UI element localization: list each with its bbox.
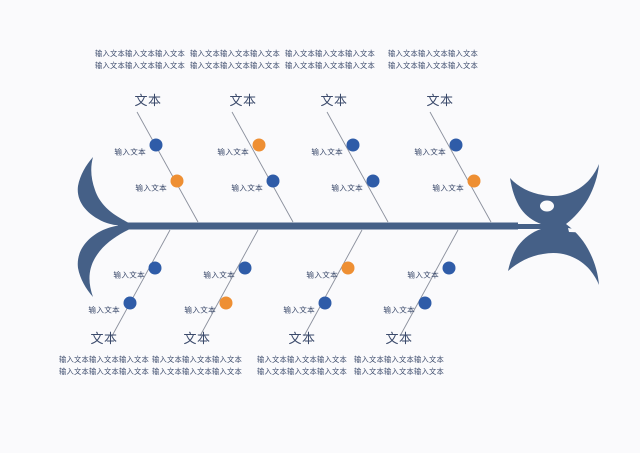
fish-eye-icon xyxy=(540,200,554,212)
branch-paragraph-top-4: 输入文本输入文本输入文本输入文本输入文本输入文本 xyxy=(388,49,478,70)
bone-line-top-1 xyxy=(136,111,199,223)
node-label-bottom-4-a: 输入文本 xyxy=(407,270,439,280)
node-dot-bottom-1-b[interactable] xyxy=(123,296,137,310)
branch-title-bottom-4: 文本 xyxy=(385,332,413,347)
bone-line-top-4 xyxy=(429,111,492,223)
bone-line-top-2 xyxy=(231,111,294,223)
node-dot-bottom-4-a[interactable] xyxy=(442,261,456,275)
node-dot-bottom-2-b[interactable] xyxy=(219,296,233,310)
branch-title-top-4: 文本 xyxy=(426,94,454,109)
node-label-top-1-b: 输入文本 xyxy=(135,183,167,193)
node-dot-bottom-3-b[interactable] xyxy=(318,296,332,310)
node-dot-top-2-a[interactable] xyxy=(252,138,266,152)
node-label-bottom-3-b: 输入文本 xyxy=(283,305,315,315)
bone-line-top-3 xyxy=(326,111,389,223)
node-dot-top-1-a[interactable] xyxy=(149,138,163,152)
branch-paragraph-bottom-4: 输入文本输入文本输入文本输入文本输入文本输入文本 xyxy=(354,355,444,376)
bone-line-bottom-2 xyxy=(199,229,259,337)
node-label-top-4-b: 输入文本 xyxy=(432,183,464,193)
branch-title-top-2: 文本 xyxy=(229,94,257,109)
node-dot-bottom-1-a[interactable] xyxy=(148,261,162,275)
node-label-bottom-2-a: 输入文本 xyxy=(203,270,235,280)
node-label-bottom-3-a: 输入文本 xyxy=(306,270,338,280)
bone-line-bottom-1 xyxy=(111,229,171,337)
node-label-bottom-1-b: 输入文本 xyxy=(88,305,120,315)
fish-spine xyxy=(118,222,518,230)
branch-title-bottom-2: 文本 xyxy=(183,332,211,347)
node-label-top-1-a: 输入文本 xyxy=(114,147,146,157)
node-label-top-3-b: 输入文本 xyxy=(331,183,363,193)
node-label-top-4-a: 输入文本 xyxy=(414,147,446,157)
branch-title-bottom-1: 文本 xyxy=(90,332,118,347)
node-dot-top-4-a[interactable] xyxy=(449,138,463,152)
bone-line-bottom-4 xyxy=(399,229,459,337)
branch-title-top-1: 文本 xyxy=(134,94,162,109)
branch-paragraph-bottom-1: 输入文本输入文本输入文本输入文本输入文本输入文本 xyxy=(59,355,149,376)
fish-head-shape xyxy=(497,164,599,285)
node-label-bottom-1-a: 输入文本 xyxy=(113,270,145,280)
node-dot-top-1-b[interactable] xyxy=(170,174,184,188)
node-dot-top-3-a[interactable] xyxy=(346,138,360,152)
node-dot-bottom-3-a[interactable] xyxy=(341,261,355,275)
branch-paragraph-top-1: 输入文本输入文本输入文本输入文本输入文本输入文本 xyxy=(95,49,185,70)
node-dot-top-4-b[interactable] xyxy=(467,174,481,188)
branch-paragraph-top-3: 输入文本输入文本输入文本输入文本输入文本输入文本 xyxy=(285,49,375,70)
node-dot-bottom-4-b[interactable] xyxy=(418,296,432,310)
node-label-top-2-b: 输入文本 xyxy=(231,183,263,193)
branch-paragraph-bottom-2: 输入文本输入文本输入文本输入文本输入文本输入文本 xyxy=(152,355,242,376)
fish-tail-shape xyxy=(77,157,131,297)
branch-title-top-3: 文本 xyxy=(320,94,348,109)
fish-mouth-icon xyxy=(568,228,598,233)
node-label-bottom-4-b: 输入文本 xyxy=(383,305,415,315)
branch-title-bottom-3: 文本 xyxy=(288,332,316,347)
node-label-top-2-a: 输入文本 xyxy=(217,147,249,157)
node-label-bottom-2-b: 输入文本 xyxy=(184,305,216,315)
node-dot-bottom-2-a[interactable] xyxy=(238,261,252,275)
node-dot-top-3-b[interactable] xyxy=(366,174,380,188)
bone-line-bottom-3 xyxy=(303,229,363,337)
branch-paragraph-top-2: 输入文本输入文本输入文本输入文本输入文本输入文本 xyxy=(190,49,280,70)
node-label-top-3-a: 输入文本 xyxy=(311,147,343,157)
node-dot-top-2-b[interactable] xyxy=(266,174,280,188)
branch-paragraph-bottom-3: 输入文本输入文本输入文本输入文本输入文本输入文本 xyxy=(257,355,347,376)
